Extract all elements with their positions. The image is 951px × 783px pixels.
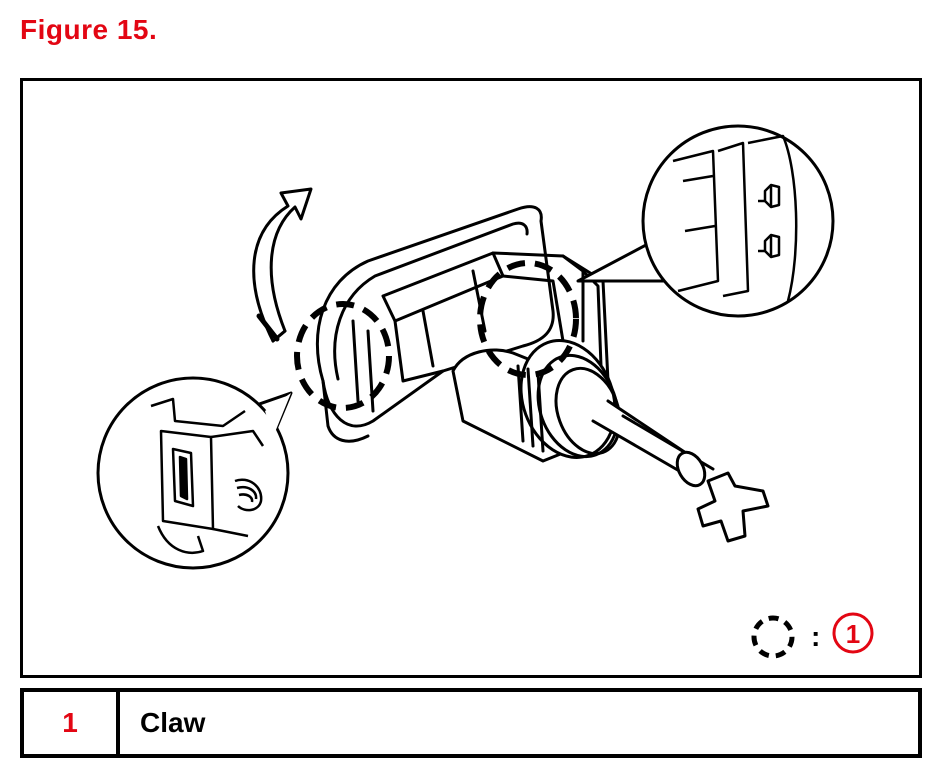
legend-table: 1 Claw <box>20 688 922 758</box>
rotation-arrow-icon <box>252 187 313 343</box>
detail-callout-right <box>576 124 835 318</box>
dashed-circle-icon <box>751 615 795 659</box>
key-number-circle-icon <box>832 612 874 654</box>
detail-callout-left <box>96 376 293 570</box>
legend-number-cell: 1 <box>24 692 120 754</box>
key-number: 1 <box>846 619 860 649</box>
illustration-frame: : 1 <box>20 78 922 678</box>
claw-marker-right <box>477 260 579 378</box>
key-separator: : <box>811 621 820 652</box>
legend-description-cell: Claw <box>140 707 206 738</box>
figure-title: Figure 15. <box>20 14 158 45</box>
claw-marker-left <box>294 301 392 411</box>
component-illustration: : 1 <box>96 124 874 659</box>
